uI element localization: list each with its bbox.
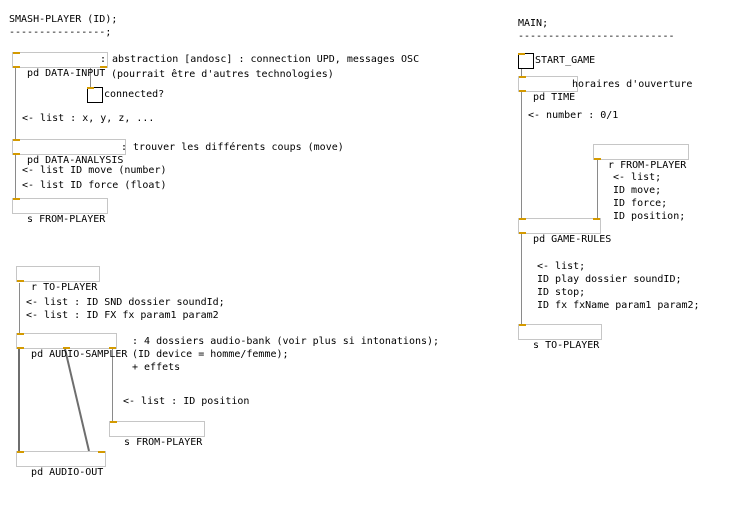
list-xyz-comment: <- list : x, y, z, ... [22, 113, 155, 124]
outlet[interactable] [109, 347, 116, 349]
time-comment: horaires d'ouverture [572, 79, 693, 90]
outlet[interactable] [594, 158, 601, 160]
from-player-list-comment-2: ID move; [613, 185, 662, 196]
inlet[interactable] [98, 451, 106, 453]
number-comment: <- number : 0/1 [528, 110, 619, 121]
data-input-comment: : abstraction [andosc] : connection UPD,… [100, 54, 420, 65]
pd-time-object[interactable]: pd TIME [518, 76, 579, 103]
rules-comment-3: ID stop; [537, 287, 586, 298]
send-to-player-object[interactable]: s TO-PLAYER [518, 324, 603, 351]
cord-sampler-to-out-right [64, 348, 90, 452]
pd-data-analysis-object[interactable]: pd DATA-ANALYSIS [12, 139, 127, 166]
receive-to-player-object[interactable]: r TO-PLAYER [16, 266, 101, 293]
object-label: pd TIME [533, 92, 576, 103]
receive-from-player-object[interactable]: r FROM-PLAYER [593, 144, 690, 171]
object-label: r FROM-PLAYER [608, 160, 687, 171]
outlet[interactable] [100, 66, 108, 68]
data-analysis-comment: : trouver les différents coups (move) [121, 142, 344, 153]
pd-audio-sampler-object[interactable]: pd AUDIO-SAMPLER [16, 333, 127, 360]
sampler-comment-1: : 4 dossiers audio-bank (voir plus si in… [132, 336, 440, 347]
sampler-comment-2: (ID device = homme/femme); [132, 349, 289, 360]
inlet[interactable] [13, 198, 20, 200]
connected-label: connected? [104, 89, 165, 100]
left-header-underline: ----------------; [9, 27, 112, 38]
pd-audio-out-object[interactable]: pd AUDIO-OUT [16, 451, 107, 478]
inlet[interactable] [519, 218, 526, 220]
rules-comment-1: <- list; [537, 261, 586, 272]
object-label: pd DATA-ANALYSIS [27, 155, 124, 166]
inlet[interactable] [17, 451, 24, 453]
from-player-list-comment-1: <- list; [613, 172, 662, 183]
data-input-comment-2: (pourrait être d'autres technologies) [111, 69, 334, 80]
inlet[interactable] [519, 76, 526, 78]
list-fx-comment: <- list : ID FX fx param1 param2 [26, 310, 219, 321]
start-game-label: START_GAME [535, 55, 596, 66]
outlet[interactable] [519, 90, 526, 92]
inlet[interactable] [87, 87, 94, 89]
object-label: r TO-PLAYER [31, 282, 98, 293]
rules-comment-2: ID play dossier soundID; [537, 274, 682, 285]
rules-comment-4: ID fx fxName param1 param2; [537, 300, 700, 311]
inlet[interactable] [13, 139, 20, 141]
right-header-underline: -------------------------- [518, 31, 675, 42]
inlet[interactable] [110, 421, 117, 423]
send-from-player-object[interactable]: s FROM-PLAYER [12, 198, 109, 225]
object-label: pd GAME-RULES [533, 234, 612, 245]
inlet[interactable] [17, 333, 24, 335]
outlet[interactable] [63, 347, 70, 349]
right-header: MAIN; [518, 18, 549, 29]
list-snd-comment: <- list : ID SND dossier soundId; [26, 297, 225, 308]
pd-game-rules-object[interactable]: pd GAME-RULES [518, 218, 611, 245]
list-move-comment: <- list ID move (number) [22, 165, 167, 176]
from-player-list-comment-4: ID position; [613, 211, 686, 222]
object-label: pd DATA-INPUT [27, 68, 106, 79]
object-label: s FROM-PLAYER [124, 437, 203, 448]
outlet[interactable] [17, 347, 24, 349]
sampler-comment-3: + effets [132, 362, 181, 373]
outlet[interactable] [519, 232, 526, 234]
object-label: s TO-PLAYER [533, 340, 600, 351]
inlet[interactable] [518, 53, 525, 55]
inlet[interactable] [593, 218, 600, 220]
pd-data-input-object[interactable]: pd DATA-INPUT [12, 52, 109, 79]
from-player-list-comment-3: ID force; [613, 198, 668, 209]
inlet[interactable] [519, 324, 526, 326]
send-from-player-object-2[interactable]: s FROM-PLAYER [109, 421, 206, 448]
object-label: pd AUDIO-SAMPLER [31, 349, 128, 360]
object-label: s FROM-PLAYER [27, 214, 106, 225]
object-label: pd AUDIO-OUT [31, 467, 104, 478]
connected-toggle[interactable] [87, 87, 103, 103]
inlet[interactable] [13, 52, 20, 54]
outlet[interactable] [13, 153, 20, 155]
outlet[interactable] [17, 280, 24, 282]
outlet[interactable] [13, 66, 20, 68]
list-force-comment: <- list ID force (float) [22, 180, 167, 191]
start-game-toggle[interactable] [518, 53, 534, 69]
patch-cords [15, 68, 598, 452]
list-position-comment: <- list : ID position [123, 396, 250, 407]
left-header: SMASH-PLAYER (ID); [9, 14, 118, 25]
